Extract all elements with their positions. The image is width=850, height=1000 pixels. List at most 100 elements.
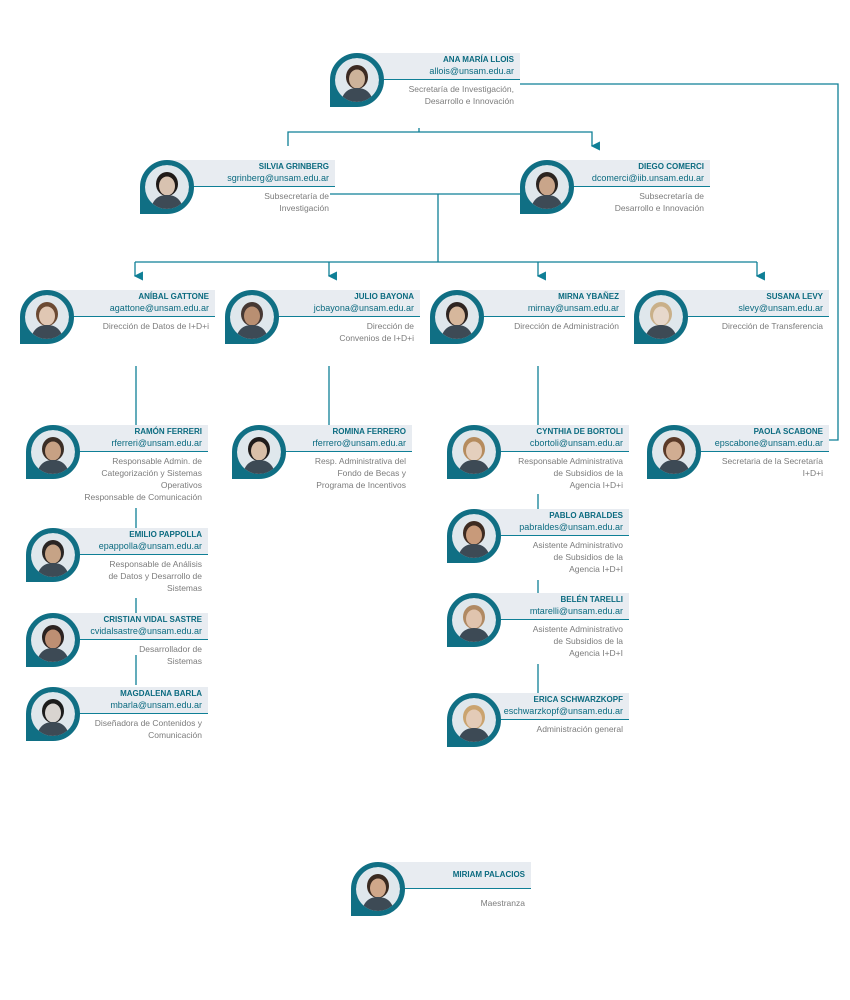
person-name: SUSANA LEVY [766,292,823,301]
divider [673,451,829,452]
person-role: Dirección de Administración [514,321,619,331]
card-diego: DIEGO COMERCI dcomerci@iib.unsam.edu.ar … [520,160,710,240]
person-email[interactable]: rferreri@unsam.edu.ar [111,438,202,448]
portrait-photo-icon [452,514,496,558]
connector-sub-to-directions [135,193,757,263]
card-anibal: ANÍBAL GATTONE agattone@unsam.edu.ar Dir… [20,290,215,360]
person-name: JULIO BAYONA [354,292,414,301]
person-email[interactable]: cvidalsastre@unsam.edu.ar [90,626,202,636]
avatar-badge [447,693,501,747]
portrait-photo-icon [652,430,696,474]
person-role: Subsecretaría de Desarrollo e Innovación [614,191,704,213]
person-name: ROMINA FERRERO [332,427,406,436]
card-silvia: SILVIA GRINBERG sgrinberg@unsam.edu.ar S… [140,160,335,240]
person-name: MIRIAM PALACIOS [452,870,525,879]
person-email[interactable]: allois@unsam.edu.ar [429,66,514,76]
person-email[interactable]: epscabone@unsam.edu.ar [714,438,823,448]
person-name: MIRNA YBAÑEZ [558,292,619,301]
card-ana: ANA MARÍA LLOIS allois@unsam.edu.ar Secr… [330,53,520,133]
divider [473,619,629,620]
divider [546,186,710,187]
avatar-badge [225,290,279,344]
name-band: SUSANA LEVY slevy@unsam.edu.ar [660,290,829,316]
divider [473,451,629,452]
card-paola: PAOLA SCABONE epscabone@unsam.edu.ar Sec… [647,425,829,495]
divider [473,719,629,720]
avatar-badge [26,528,80,582]
portrait-photo-icon [452,698,496,742]
divider [52,451,208,452]
card-pablo: PABLO ABRALDES pabraldes@unsam.edu.ar As… [447,509,629,584]
person-name: SILVIA GRINBERG [258,162,329,171]
person-role: Secretaría de Investigación, Desarrollo … [408,84,514,106]
avatar-badge [232,425,286,479]
person-name: RAMÓN FERRERI [134,427,202,436]
avatar-badge [26,687,80,741]
portrait-photo-icon [452,598,496,642]
portrait-photo-icon [356,867,400,911]
person-name: BELÉN TARELLI [560,595,623,604]
person-email[interactable]: agattone@unsam.edu.ar [109,303,209,313]
portrait-photo-icon [31,692,75,736]
person-name: EMILIO PAPPOLLA [129,530,202,539]
avatar-badge [26,425,80,479]
divider [377,888,531,889]
person-email[interactable]: rferrero@unsam.edu.ar [312,438,406,448]
avatar-badge [634,290,688,344]
card-magdalena: MAGDALENA BARLA mbarla@unsam.edu.ar Dise… [26,687,208,752]
portrait-photo-icon [25,295,69,339]
person-email[interactable]: jcbayona@unsam.edu.ar [313,303,414,313]
portrait-photo-icon [145,165,189,209]
name-band: JULIO BAYONA jcbayona@unsam.edu.ar [251,290,420,316]
divider [52,639,208,640]
avatar-badge [140,160,194,214]
person-role: Asistente Administrativo de Subsidios de… [532,624,623,658]
person-role: Responsable de Análisis de Datos y Desar… [108,559,202,593]
person-email[interactable]: sgrinberg@unsam.edu.ar [227,173,329,183]
person-email[interactable]: cbortoli@unsam.edu.ar [529,438,623,448]
portrait-photo-icon [525,165,569,209]
person-role: Desarrollador de Sistemas [139,644,202,666]
person-email[interactable]: mbarla@unsam.edu.ar [110,700,202,710]
divider [46,316,215,317]
name-band: ROMINA FERRERO rferrero@unsam.edu.ar [258,425,412,451]
avatar-badge [351,862,405,916]
person-name: ANÍBAL GATTONE [138,292,209,301]
card-susana: SUSANA LEVY slevy@unsam.edu.ar Dirección… [634,290,829,360]
avatar-badge [447,593,501,647]
divider [52,713,208,714]
person-role: Dirección de Transferencia [721,321,823,331]
person-email[interactable]: pabraldes@unsam.edu.ar [519,522,623,532]
person-name: DIEGO COMERCI [638,162,704,171]
card-mirna: MIRNA YBAÑEZ mirnay@unsam.edu.ar Direcci… [430,290,625,360]
connector-ana-to-subsecretarias [287,128,592,146]
portrait-photo-icon [335,58,379,102]
person-email[interactable]: eschwarzkopf@unsam.edu.ar [503,706,623,716]
divider [258,451,412,452]
person-email[interactable]: dcomerci@iib.unsam.edu.ar [591,173,704,183]
avatar-badge [26,613,80,667]
person-name: MAGDALENA BARLA [120,689,202,698]
portrait-photo-icon [230,295,274,339]
person-name: ANA MARÍA LLOIS [443,55,514,64]
divider [660,316,829,317]
avatar-badge [520,160,574,214]
person-email[interactable]: mtarelli@unsam.edu.ar [529,606,623,616]
divider [52,554,208,555]
person-role: Dirección de Datos de I+D+i [102,321,209,331]
name-band: MIRNA YBAÑEZ mirnay@unsam.edu.ar [456,290,625,316]
person-email[interactable]: mirnay@unsam.edu.ar [527,303,619,313]
card-ramon: RAMÓN FERRERI rferreri@unsam.edu.ar Resp… [26,425,208,510]
person-role: Asistente Administrativo de Subsidios de… [532,540,623,574]
person-role: Responsable Admin. de Categorización y S… [84,456,202,502]
portrait-photo-icon [31,533,75,577]
person-email[interactable]: slevy@unsam.edu.ar [738,303,823,313]
name-band: BELÉN TARELLI mtarelli@unsam.edu.ar [473,593,629,619]
person-role: Responsable Administrativa de Subsidios … [518,456,623,490]
person-email[interactable]: epappolla@unsam.edu.ar [98,541,202,551]
person-role: Maestranza [480,898,525,908]
name-band: ERICA SCHWARZKOPF eschwarzkopf@unsam.edu… [473,693,629,719]
avatar-badge [447,509,501,563]
portrait-photo-icon [639,295,683,339]
